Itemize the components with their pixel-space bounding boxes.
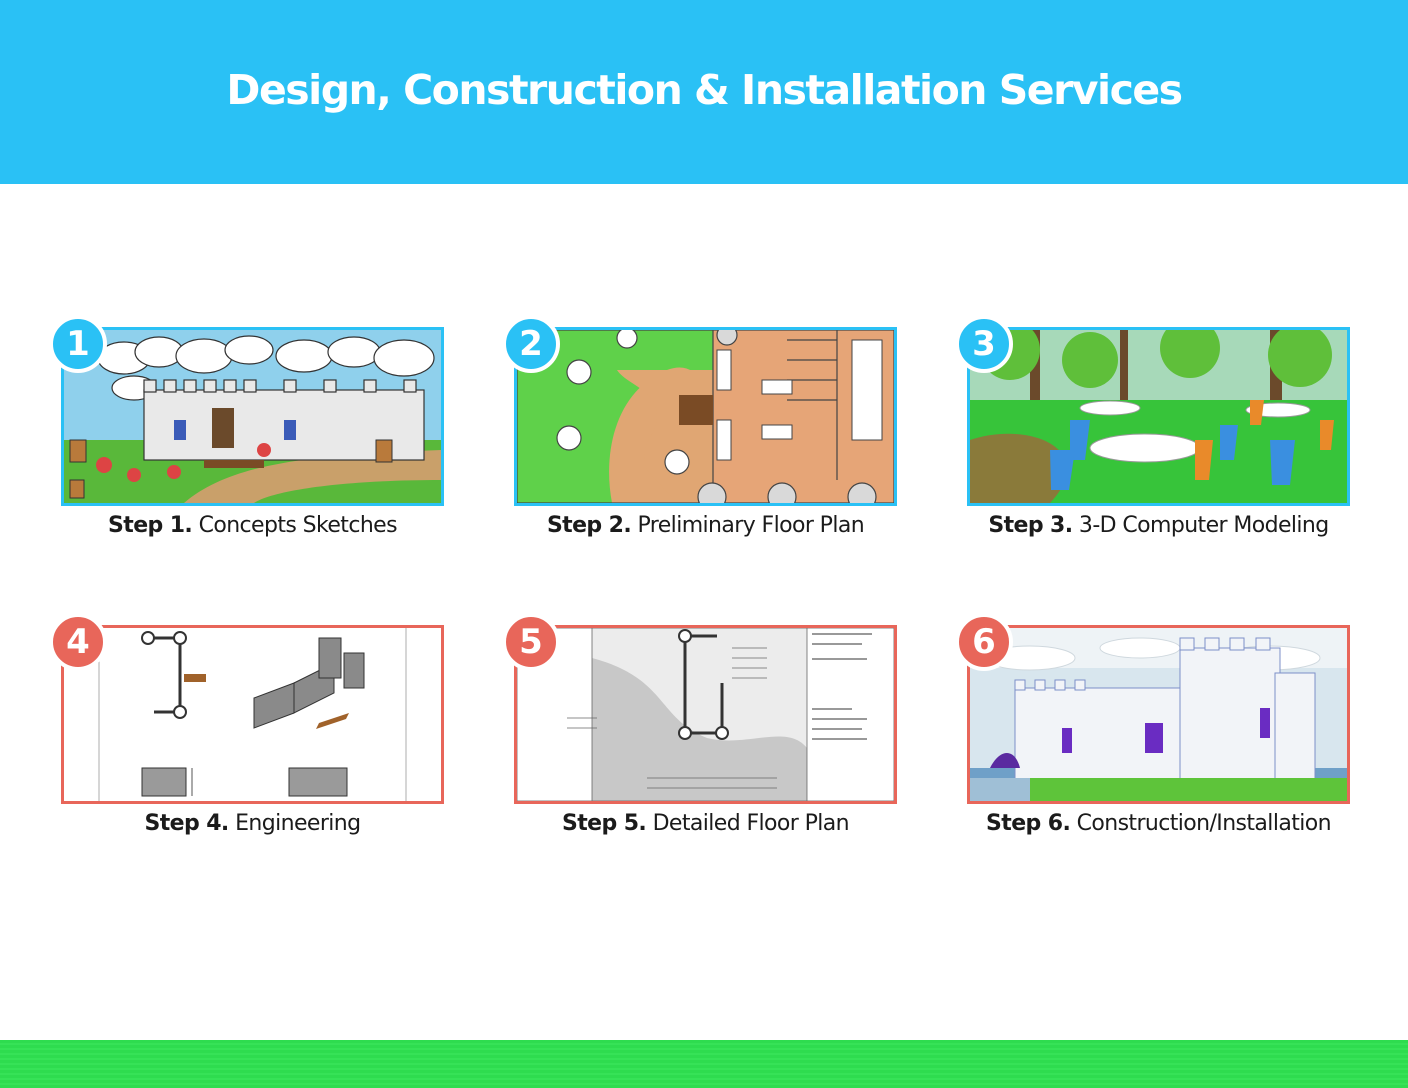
page-header: Design, Construction & Installation Serv… [0,0,1408,184]
step-6-label: Construction/Installation [1076,811,1332,836]
3d-model-rendering [970,330,1347,503]
step-3-caption: Step 3. 3-D Computer Modeling [927,513,1390,538]
step-1-caption: Step 1. Concepts Sketches [21,513,484,538]
step-2-caption: Step 2. Preliminary Floor Plan [474,513,937,538]
installed-castle-photo [970,628,1347,801]
step-2-prefix: Step 2. [546,513,632,538]
footer-bar [0,1040,1408,1088]
step-4-prefix: Step 4. [144,811,230,836]
step-3-prefix: Step 3. [988,513,1073,538]
step-6-image [967,625,1350,804]
step-3-badge: 3 [955,315,1013,373]
step-6-badge: 6 [955,613,1013,671]
step-4-caption: Step 4. Engineering [21,811,484,836]
page-title: Design, Construction & Installation Serv… [226,66,1183,114]
step-4-badge: 4 [49,613,107,671]
step-2-image [514,327,897,506]
step-1-prefix: Step 1. [108,513,193,538]
step-1-label: Concepts Sketches [198,513,398,538]
step-5-caption: Step 5. Detailed Floor Plan [474,811,937,836]
castle-sketch-illustration [64,330,441,503]
detailed-floor-plan-drawing [517,628,894,801]
step-6-prefix: Step 6. [986,811,1071,836]
step-4-image [61,625,444,804]
step-3-image [967,327,1350,506]
preliminary-floor-plan-drawing [517,330,894,503]
step-5-badge: 5 [502,613,560,671]
step-5-prefix: Step 5. [562,811,647,836]
step-2-label: Preliminary Floor Plan [637,513,865,538]
engineering-drawing [64,628,441,801]
step-5-image [514,625,897,804]
step-1-image [61,327,444,506]
step-6-caption: Step 6. Construction/Installation [927,811,1390,836]
step-5-label: Detailed Floor Plan [652,811,850,836]
step-4-label: Engineering [235,811,361,836]
step-3-label: 3-D Computer Modeling [1078,513,1329,538]
step-1-badge: 1 [49,315,107,373]
step-2-badge: 2 [502,315,560,373]
